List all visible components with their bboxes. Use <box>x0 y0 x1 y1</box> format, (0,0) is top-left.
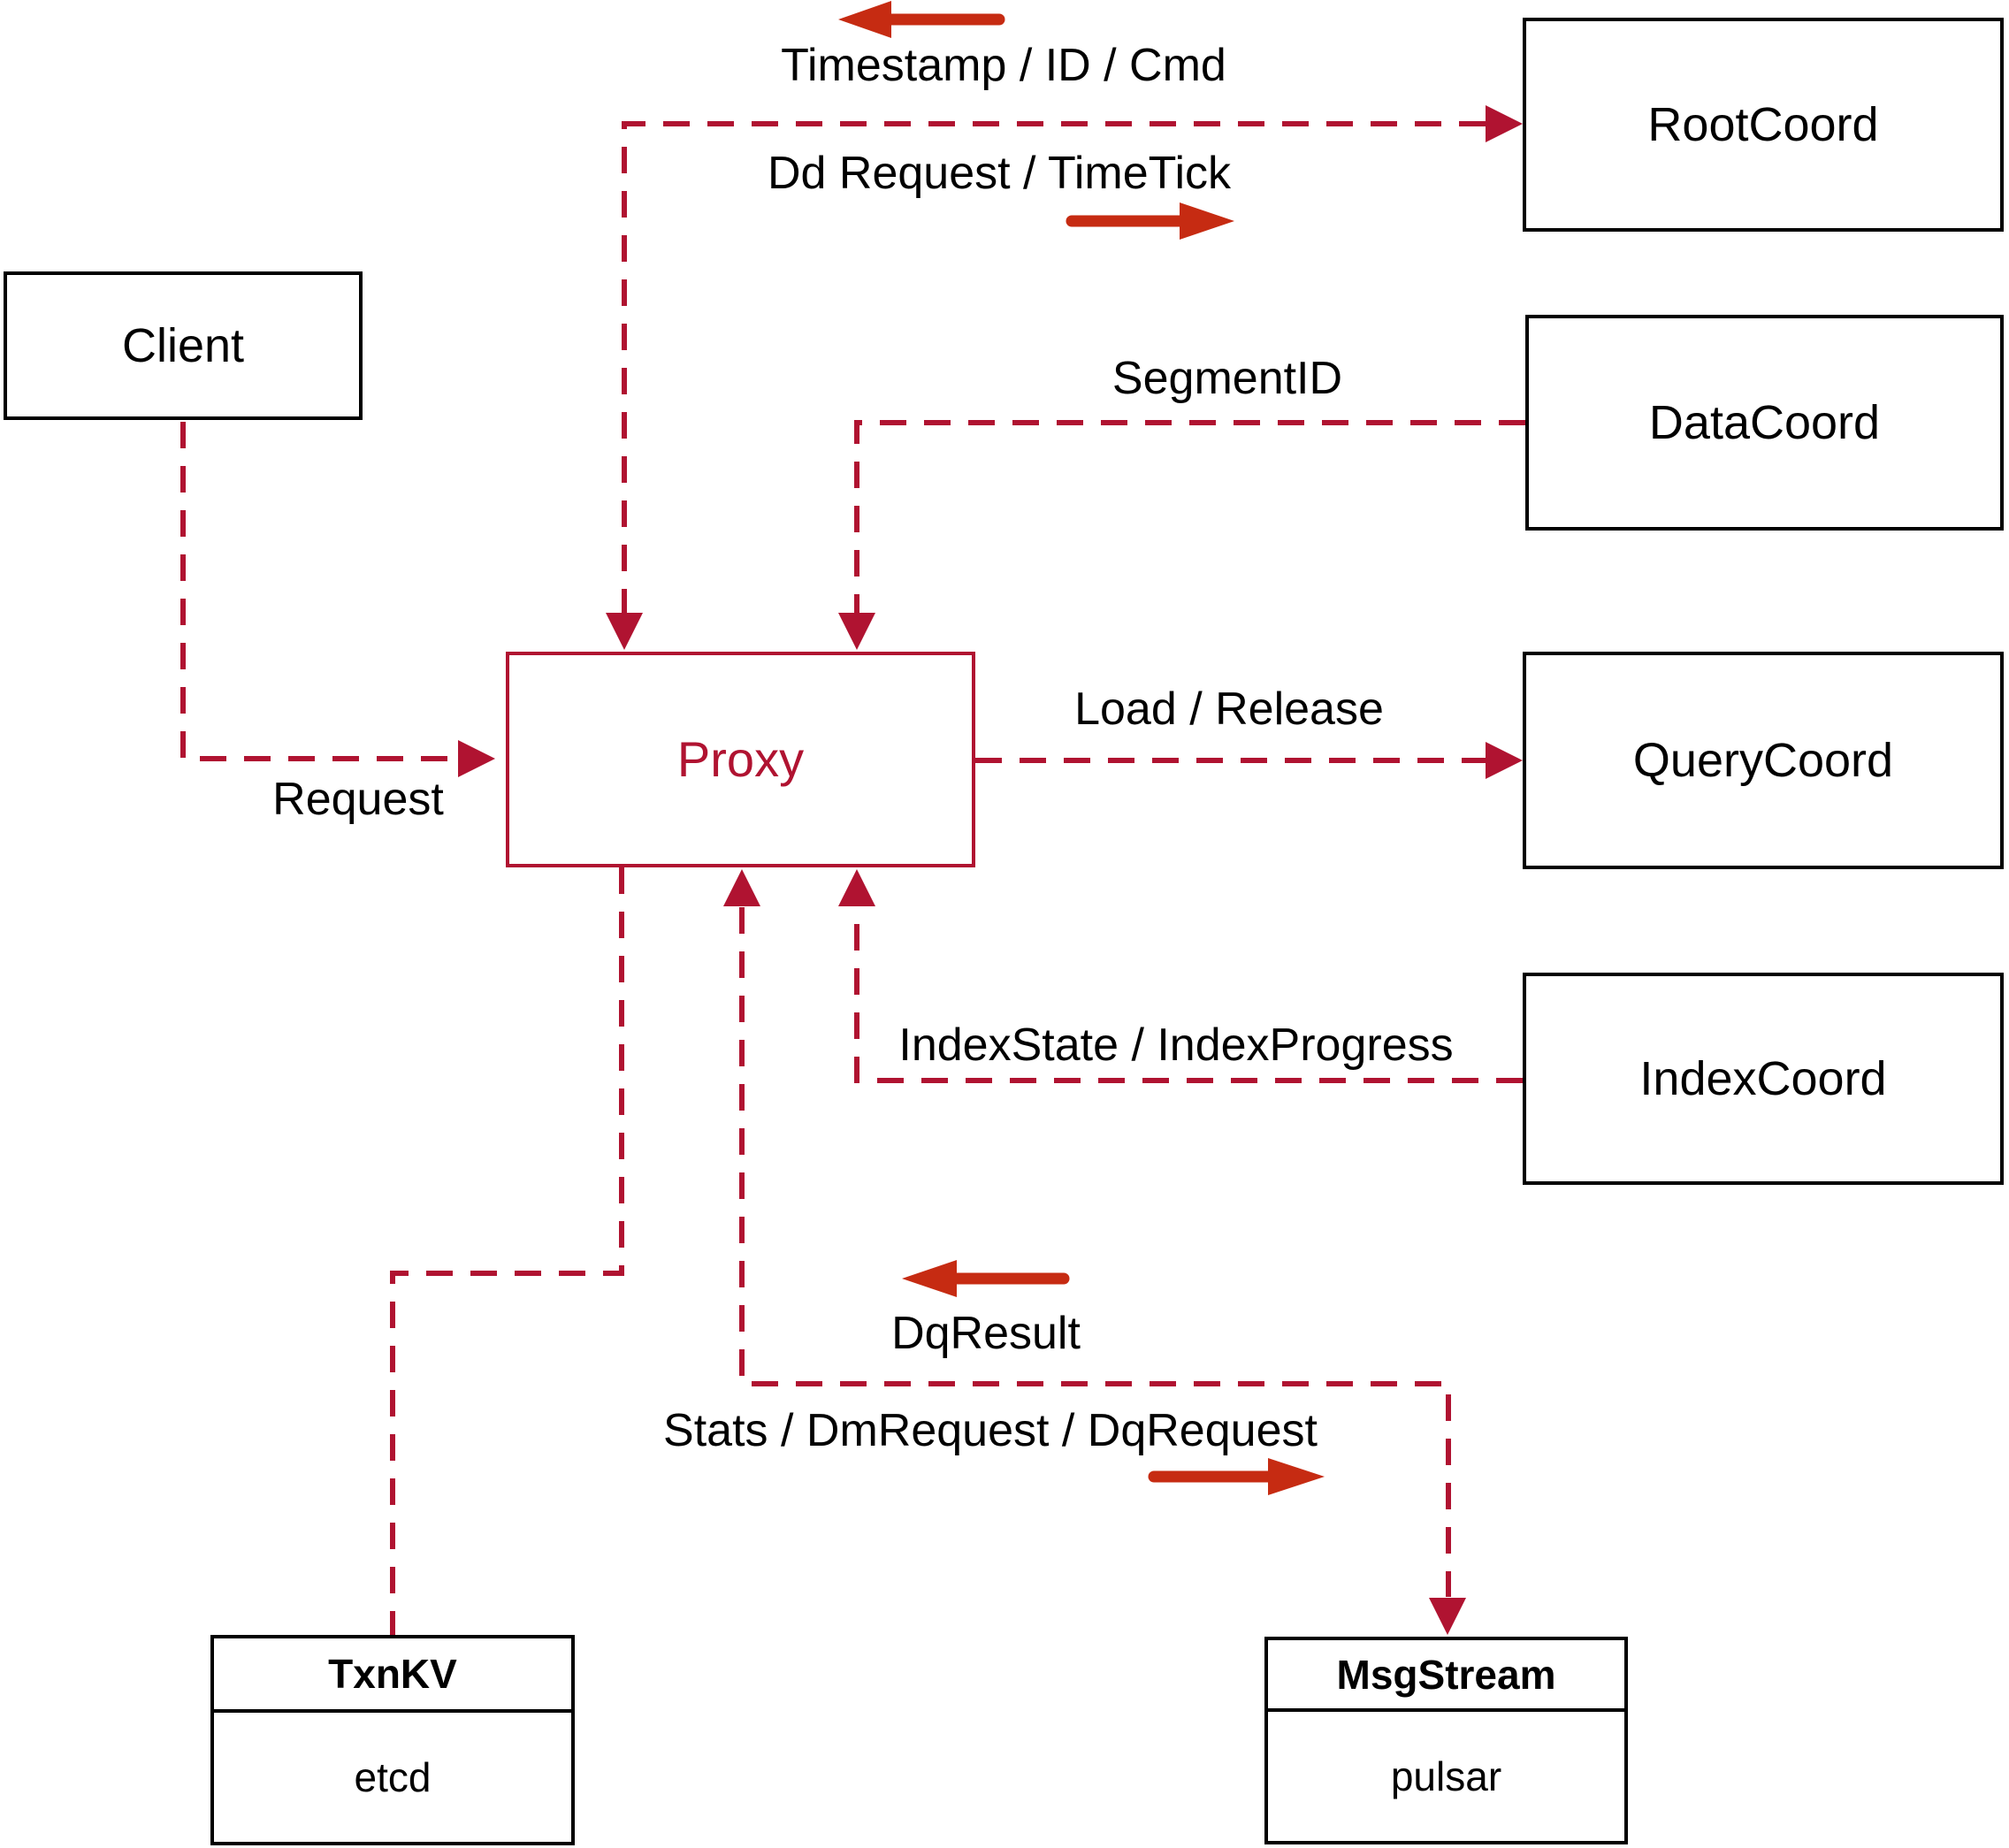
arrowhead-into-proxy-top-right-icon <box>838 613 875 650</box>
node-proxy: Proxy <box>506 652 975 867</box>
arrow-right-stats-icon <box>1148 1458 1325 1495</box>
edge-proxy-to-txnkv <box>390 867 624 1635</box>
edge-label-indexstate-indexprogress: IndexState / IndexProgress <box>898 1019 1454 1071</box>
node-client: Client <box>4 271 363 420</box>
node-rootcoord-label: RootCoord <box>1647 98 1879 151</box>
edge-proxy-to-msgstream <box>723 869 1466 1635</box>
arrow-left-timestamp-icon <box>838 1 1005 38</box>
node-txnkv: TxnKV etcd <box>210 1635 575 1845</box>
arrowhead-into-rootcoord-icon <box>1486 105 1523 142</box>
edge-proxy-to-rootcoord <box>606 105 1523 650</box>
arrow-right-ddrequest-icon <box>1066 202 1234 240</box>
edge-label-segment-id: SegmentID <box>1111 353 1343 404</box>
edge-label-timestamp-id-cmd: Timestamp / ID / Cmd <box>781 40 1226 91</box>
node-datacoord: DataCoord <box>1525 315 2004 531</box>
edge-label-stats-dmrequest-dqrequest: Stats / DmRequest / DqRequest <box>663 1405 1318 1456</box>
edge-label-dd-request-timetick: Dd Request / TimeTick <box>767 148 1232 199</box>
node-proxy-label: Proxy <box>676 731 805 787</box>
node-querycoord-label: QueryCoord <box>1632 734 1894 787</box>
arrowhead-into-msgstream-icon <box>1429 1598 1466 1635</box>
edge-label-request: Request <box>272 774 444 825</box>
node-msgstream-impl: pulsar <box>1390 1753 1502 1799</box>
node-msgstream-title: MsgStream <box>1268 1640 1624 1712</box>
node-indexcoord: IndexCoord <box>1523 973 2004 1185</box>
arrowhead-into-proxy-left-icon <box>458 740 495 777</box>
edge-client-to-proxy <box>180 422 495 777</box>
arrowhead-into-querycoord-icon <box>1486 742 1523 779</box>
edge-indexcoord-to-proxy <box>838 869 1523 1083</box>
arrowhead-into-proxy-bottom-center-icon <box>723 869 760 906</box>
node-txnkv-title: TxnKV <box>214 1638 571 1713</box>
node-client-label: Client <box>121 319 245 372</box>
node-rootcoord: RootCoord <box>1523 18 2004 232</box>
node-querycoord: QueryCoord <box>1523 652 2004 869</box>
node-datacoord-label: DataCoord <box>1648 396 1881 449</box>
arrowhead-into-proxy-bottom-right-icon <box>838 869 875 906</box>
node-indexcoord-label: IndexCoord <box>1639 1052 1887 1105</box>
arrow-left-dqresult-icon <box>902 1260 1070 1297</box>
edge-label-dqresult: DqResult <box>891 1308 1081 1359</box>
node-txnkv-impl: etcd <box>354 1754 432 1800</box>
arrowhead-into-proxy-top-left-icon <box>606 613 643 650</box>
edge-proxy-to-querycoord <box>975 742 1523 779</box>
node-msgstream: MsgStream pulsar <box>1264 1637 1628 1844</box>
edge-datacoord-to-proxy <box>838 420 1525 650</box>
edge-label-load-release: Load / Release <box>1074 683 1384 735</box>
